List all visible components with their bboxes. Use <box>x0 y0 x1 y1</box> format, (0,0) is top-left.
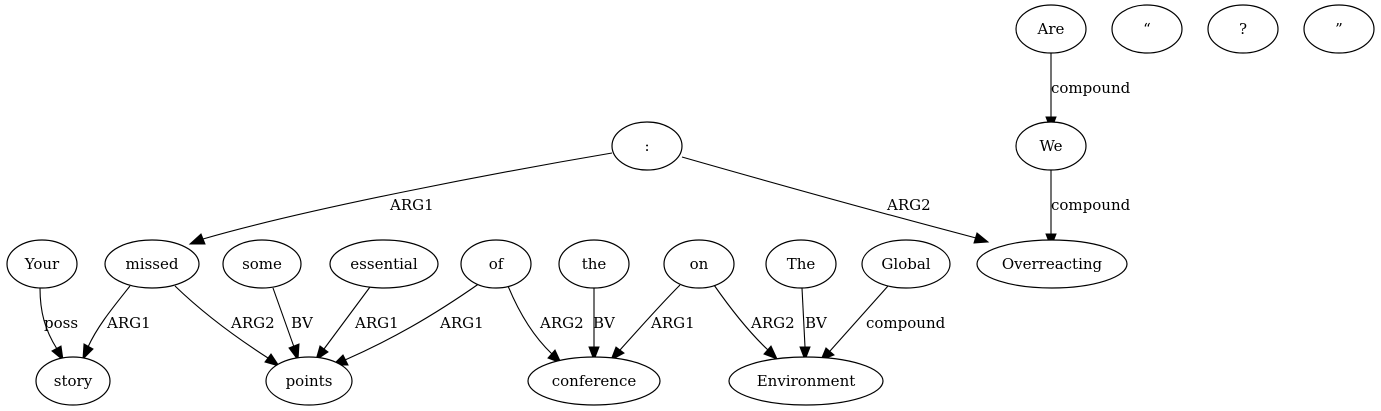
edge-we-overreacting: compound <box>1045 170 1131 249</box>
edge-missed-points: ARG2 <box>174 285 281 367</box>
edge-label-we-overreacting: compound <box>1051 196 1131 214</box>
node-are: Are <box>1015 4 1087 54</box>
svg-text:missed: missed <box>126 255 179 273</box>
edge-global-environment: compound <box>820 285 946 361</box>
edge-the-conference: BV <box>588 288 616 362</box>
edge-label-some-points: BV <box>291 314 314 332</box>
edge-missed-story: ARG1 <box>82 285 151 361</box>
node-conference: conference <box>527 356 661 406</box>
node-the: the <box>558 239 630 289</box>
edge-label-global-environment: compound <box>866 314 946 332</box>
edge-label-essential-points: ARG1 <box>354 314 399 332</box>
edge-on-environment: ARG2 <box>713 284 795 360</box>
svg-text:?: ? <box>1239 20 1247 38</box>
node-missed: missed <box>104 239 200 289</box>
svg-text:Environment: Environment <box>757 372 856 390</box>
edge-label-missed-points: ARG2 <box>230 314 275 332</box>
edge-are-we: compound <box>1045 53 1131 132</box>
svg-text:of: of <box>489 255 505 273</box>
svg-text:some: some <box>242 255 282 273</box>
node-colon: : <box>611 121 683 171</box>
svg-text:The: The <box>787 255 816 273</box>
node-environment: Environment <box>728 356 884 406</box>
svg-text:“: “ <box>1143 20 1151 38</box>
edge-label-are-we: compound <box>1051 79 1131 97</box>
svg-text:story: story <box>54 372 93 390</box>
edge-label-of-points: ARG1 <box>439 314 484 332</box>
node-some: some <box>222 239 302 289</box>
edge-on-conference: ARG1 <box>610 284 695 362</box>
svg-text::: : <box>644 137 649 155</box>
edge-colon-overreacting: ARG2 <box>681 156 990 244</box>
svg-text:We: We <box>1039 137 1062 155</box>
edge-label-missed-story: ARG1 <box>106 314 151 332</box>
edge-essential-points: ARG1 <box>315 286 399 362</box>
edge-some-points: BV <box>272 287 314 362</box>
svg-text:points: points <box>286 372 333 390</box>
svg-text:on: on <box>690 255 709 273</box>
edge-label-your-story: poss <box>44 314 78 332</box>
edge-colon-missed: ARG1 <box>188 152 613 245</box>
node-question-mark: ? <box>1207 4 1279 54</box>
node-left-quote: “ <box>1111 4 1183 54</box>
edge-your-story: poss <box>39 287 78 362</box>
svg-text:the: the <box>582 255 607 273</box>
node-story: story <box>35 356 111 406</box>
svg-text:Your: Your <box>24 255 60 273</box>
edge-label-on-conference: ARG1 <box>650 314 695 332</box>
svg-text:Global: Global <box>881 255 930 273</box>
edge-label-of-conference: ARG2 <box>539 314 584 332</box>
svg-text:essential: essential <box>350 255 418 273</box>
node-overreacting: Overreacting <box>976 239 1128 289</box>
edge-label-on-environment: ARG2 <box>750 314 795 332</box>
edge-of-conference: ARG2 <box>507 285 584 364</box>
node-of: of <box>460 239 532 289</box>
node-your: Your <box>6 239 78 289</box>
svg-text:Are: Are <box>1037 20 1065 38</box>
node-on: on <box>663 239 735 289</box>
svg-text:”: ” <box>1335 20 1343 38</box>
node-right-quote: ” <box>1303 4 1375 54</box>
node-we: We <box>1015 121 1087 171</box>
svg-text:Overreacting: Overreacting <box>1002 255 1103 273</box>
edge-label-colon-missed: ARG1 <box>389 196 434 214</box>
svg-text:conference: conference <box>552 372 637 390</box>
node-points: points <box>265 356 353 406</box>
node-the-capital: The <box>765 239 837 289</box>
edge-label-the-conference: BV <box>593 314 616 332</box>
node-global: Global <box>861 239 951 289</box>
edge-label-thecap-environment: BV <box>805 314 828 332</box>
edge-label-colon-overreacting: ARG2 <box>886 196 931 214</box>
edge-thecap-environment: BV <box>799 287 828 362</box>
node-essential: essential <box>329 239 439 289</box>
